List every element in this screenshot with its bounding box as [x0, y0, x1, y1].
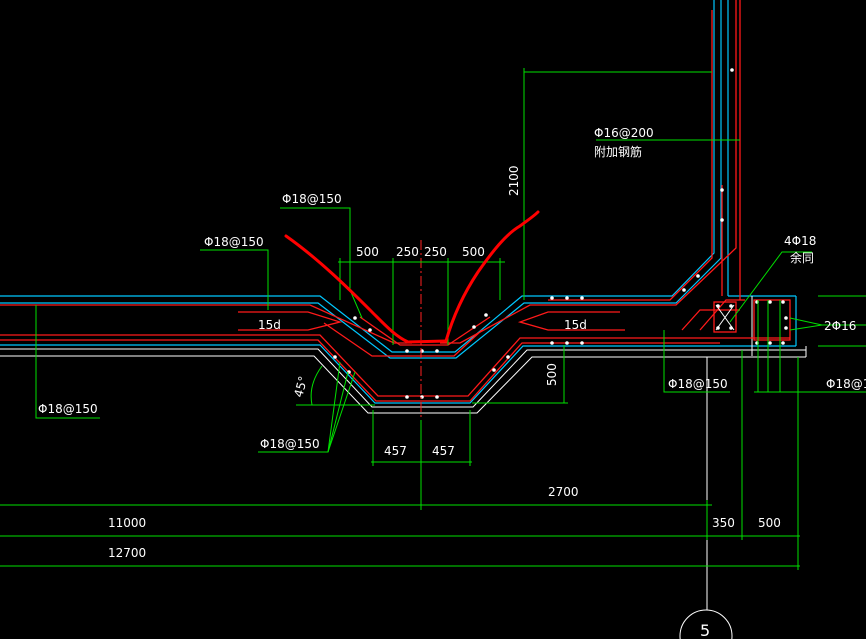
- leader-phi18-left: [200, 249, 269, 310]
- label-phi18-150-far-left: Φ18@150: [38, 402, 98, 416]
- rebar-dot: [768, 341, 772, 345]
- rebar-dot: [492, 368, 496, 372]
- leader-phi18-bottom-2: [327, 371, 356, 453]
- rebar-dot: [781, 300, 785, 304]
- rebar-dot: [550, 296, 554, 300]
- rebar-dot: [368, 328, 372, 332]
- label-dim-350: 350: [712, 516, 735, 530]
- rebar-dot: [720, 188, 724, 192]
- label-anchor-15d-left: 15d: [258, 318, 281, 332]
- label-axis-5: 5: [700, 621, 710, 639]
- rebar-dot: [550, 341, 554, 345]
- bottom-rebar-inner: [0, 339, 720, 402]
- rebar-dot: [435, 349, 439, 353]
- markup-stroke-right: [444, 210, 540, 343]
- rebar-dot: [484, 313, 488, 317]
- markup-strokes: [284, 210, 540, 344]
- rebar-dot: [768, 300, 772, 304]
- label-dim-250-right: 250: [424, 245, 447, 259]
- rebar-dot: [730, 68, 734, 72]
- label-phi18-150-edge: Φ18@15: [826, 377, 866, 391]
- angle-arc: [310, 365, 323, 406]
- rebar-dot: [353, 316, 357, 320]
- rebar-dot: [720, 218, 724, 222]
- rebar-dot: [729, 304, 733, 308]
- blinding-layer-bottom: [0, 355, 806, 414]
- label-added-rebar-note: 附加钢筋: [594, 144, 642, 159]
- rebar-dot: [405, 395, 409, 399]
- edge-beam-stirrup-right: [753, 299, 791, 341]
- top-rebar-right: [440, 0, 737, 344]
- rebar-dot: [580, 341, 584, 345]
- leader-phi18-far-left: [35, 305, 100, 419]
- top-rebar-left: [0, 304, 412, 344]
- leader-phi18-top: [280, 207, 363, 319]
- white-lines: [0, 296, 807, 639]
- rebar-dot: [781, 341, 785, 345]
- rebar-dot: [435, 395, 439, 399]
- label-dim-457-left: 457: [384, 444, 407, 458]
- label-4phi18: 4Φ18: [784, 234, 816, 248]
- label-2phi16: 2Φ16: [824, 319, 856, 333]
- rebar-dot: [580, 296, 584, 300]
- label-phi18-150-bottom-mid: Φ18@150: [260, 437, 320, 451]
- cross-mark-line: [715, 304, 735, 331]
- leader-phi18-bottom-3: [327, 361, 341, 453]
- top-rebar-right-inner: [548, 10, 713, 301]
- corner-added-rebar: [681, 309, 740, 331]
- label-dim-500-vertical: 500: [545, 363, 559, 386]
- label-anchor-15d-right: 15d: [564, 318, 587, 332]
- label-phi18-150-left: Φ18@150: [204, 235, 264, 249]
- rebar-dot: [565, 341, 569, 345]
- label-dim-250-left: 250: [396, 245, 419, 259]
- slab-bottom-surface: [0, 344, 796, 404]
- label-phi16-200: Φ16@200: [594, 126, 654, 140]
- label-phi18-150-top: Φ18@150: [282, 192, 342, 206]
- rebar-dot: [682, 288, 686, 292]
- rebar-dot: [784, 326, 788, 330]
- label-4phi18-note: 余同: [790, 250, 814, 265]
- rebar-dot: [506, 355, 510, 359]
- anchor-15d-right-upper: [517, 311, 625, 331]
- pit-rebar-2: [323, 322, 483, 357]
- anchor-15d-left-upper: [238, 311, 343, 331]
- label-dim-500-left: 500: [356, 245, 379, 259]
- slab-top-surface: [0, 0, 715, 353]
- text-labels: Φ16@200 附加钢筋 2100 Φ18@150 Φ18@150 500 25…: [38, 126, 866, 639]
- label-dim-2100: 2100: [507, 165, 521, 196]
- label-phi18-150-bottom-right: Φ18@150: [668, 377, 728, 391]
- slab-top-surface-inner: [0, 0, 722, 359]
- blinding-layer-top: [0, 348, 806, 408]
- cross-mark: [715, 304, 735, 331]
- rebar-dot: [784, 316, 788, 320]
- rebar-dot: [565, 296, 569, 300]
- rebar-dot: [333, 355, 337, 359]
- concrete-outline: [0, 0, 797, 404]
- leader-phi18-bottom-right: [663, 330, 730, 393]
- rebar-dot: [405, 349, 409, 353]
- axis-bubble-5: [679, 609, 733, 639]
- label-angle-45: 45°: [291, 375, 310, 399]
- pit-rebar-1: [359, 316, 491, 346]
- rebar-dot: [472, 325, 476, 329]
- label-dim-2700: 2700: [548, 485, 579, 499]
- label-dim-12700: 12700: [108, 546, 146, 560]
- rebar-dot: [696, 274, 700, 278]
- wall-corner-rebar: [699, 299, 745, 331]
- label-dim-457-right: 457: [432, 444, 455, 458]
- leader-4phi18: [729, 251, 812, 323]
- label-dim-500-right: 500: [462, 245, 485, 259]
- label-dim-11000: 11000: [108, 516, 146, 530]
- label-dim-500-bottom: 500: [758, 516, 781, 530]
- leader-2phi16-b: [789, 324, 823, 331]
- markup-stroke-left: [284, 234, 448, 344]
